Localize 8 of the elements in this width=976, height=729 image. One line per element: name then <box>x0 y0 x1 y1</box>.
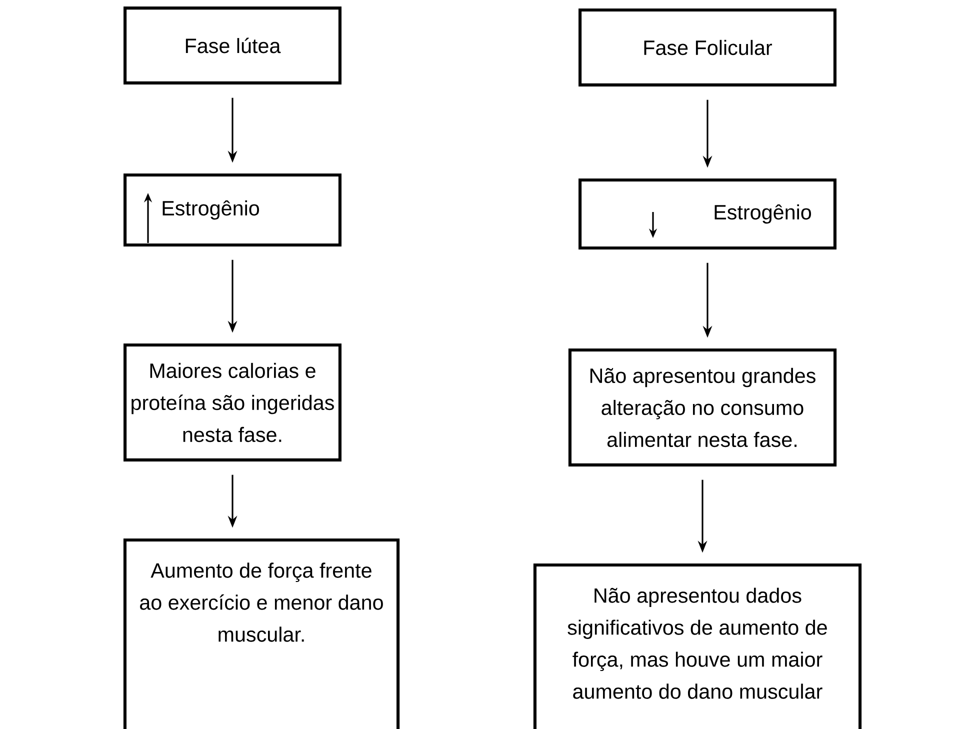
process-box: Estrogênio <box>578 178 836 250</box>
process-box: Estrogênio <box>124 173 342 247</box>
result-box: Aumento de força frente ao exercício e menor dano muscular. <box>123 538 400 729</box>
process-box: Maiores calorias e proteína são ingeridas nesta fase. <box>124 344 342 462</box>
process-box: Fase lútea <box>124 6 342 84</box>
process-box: Não apresentou grandes alteração no consumo alimentar nesta fase. <box>568 348 837 466</box>
result-box: Não apresentou dados significativos de aumento de força, mas houve um maior aumento do dano muscular <box>533 563 862 729</box>
process-box: Fase Folicular <box>578 8 836 86</box>
